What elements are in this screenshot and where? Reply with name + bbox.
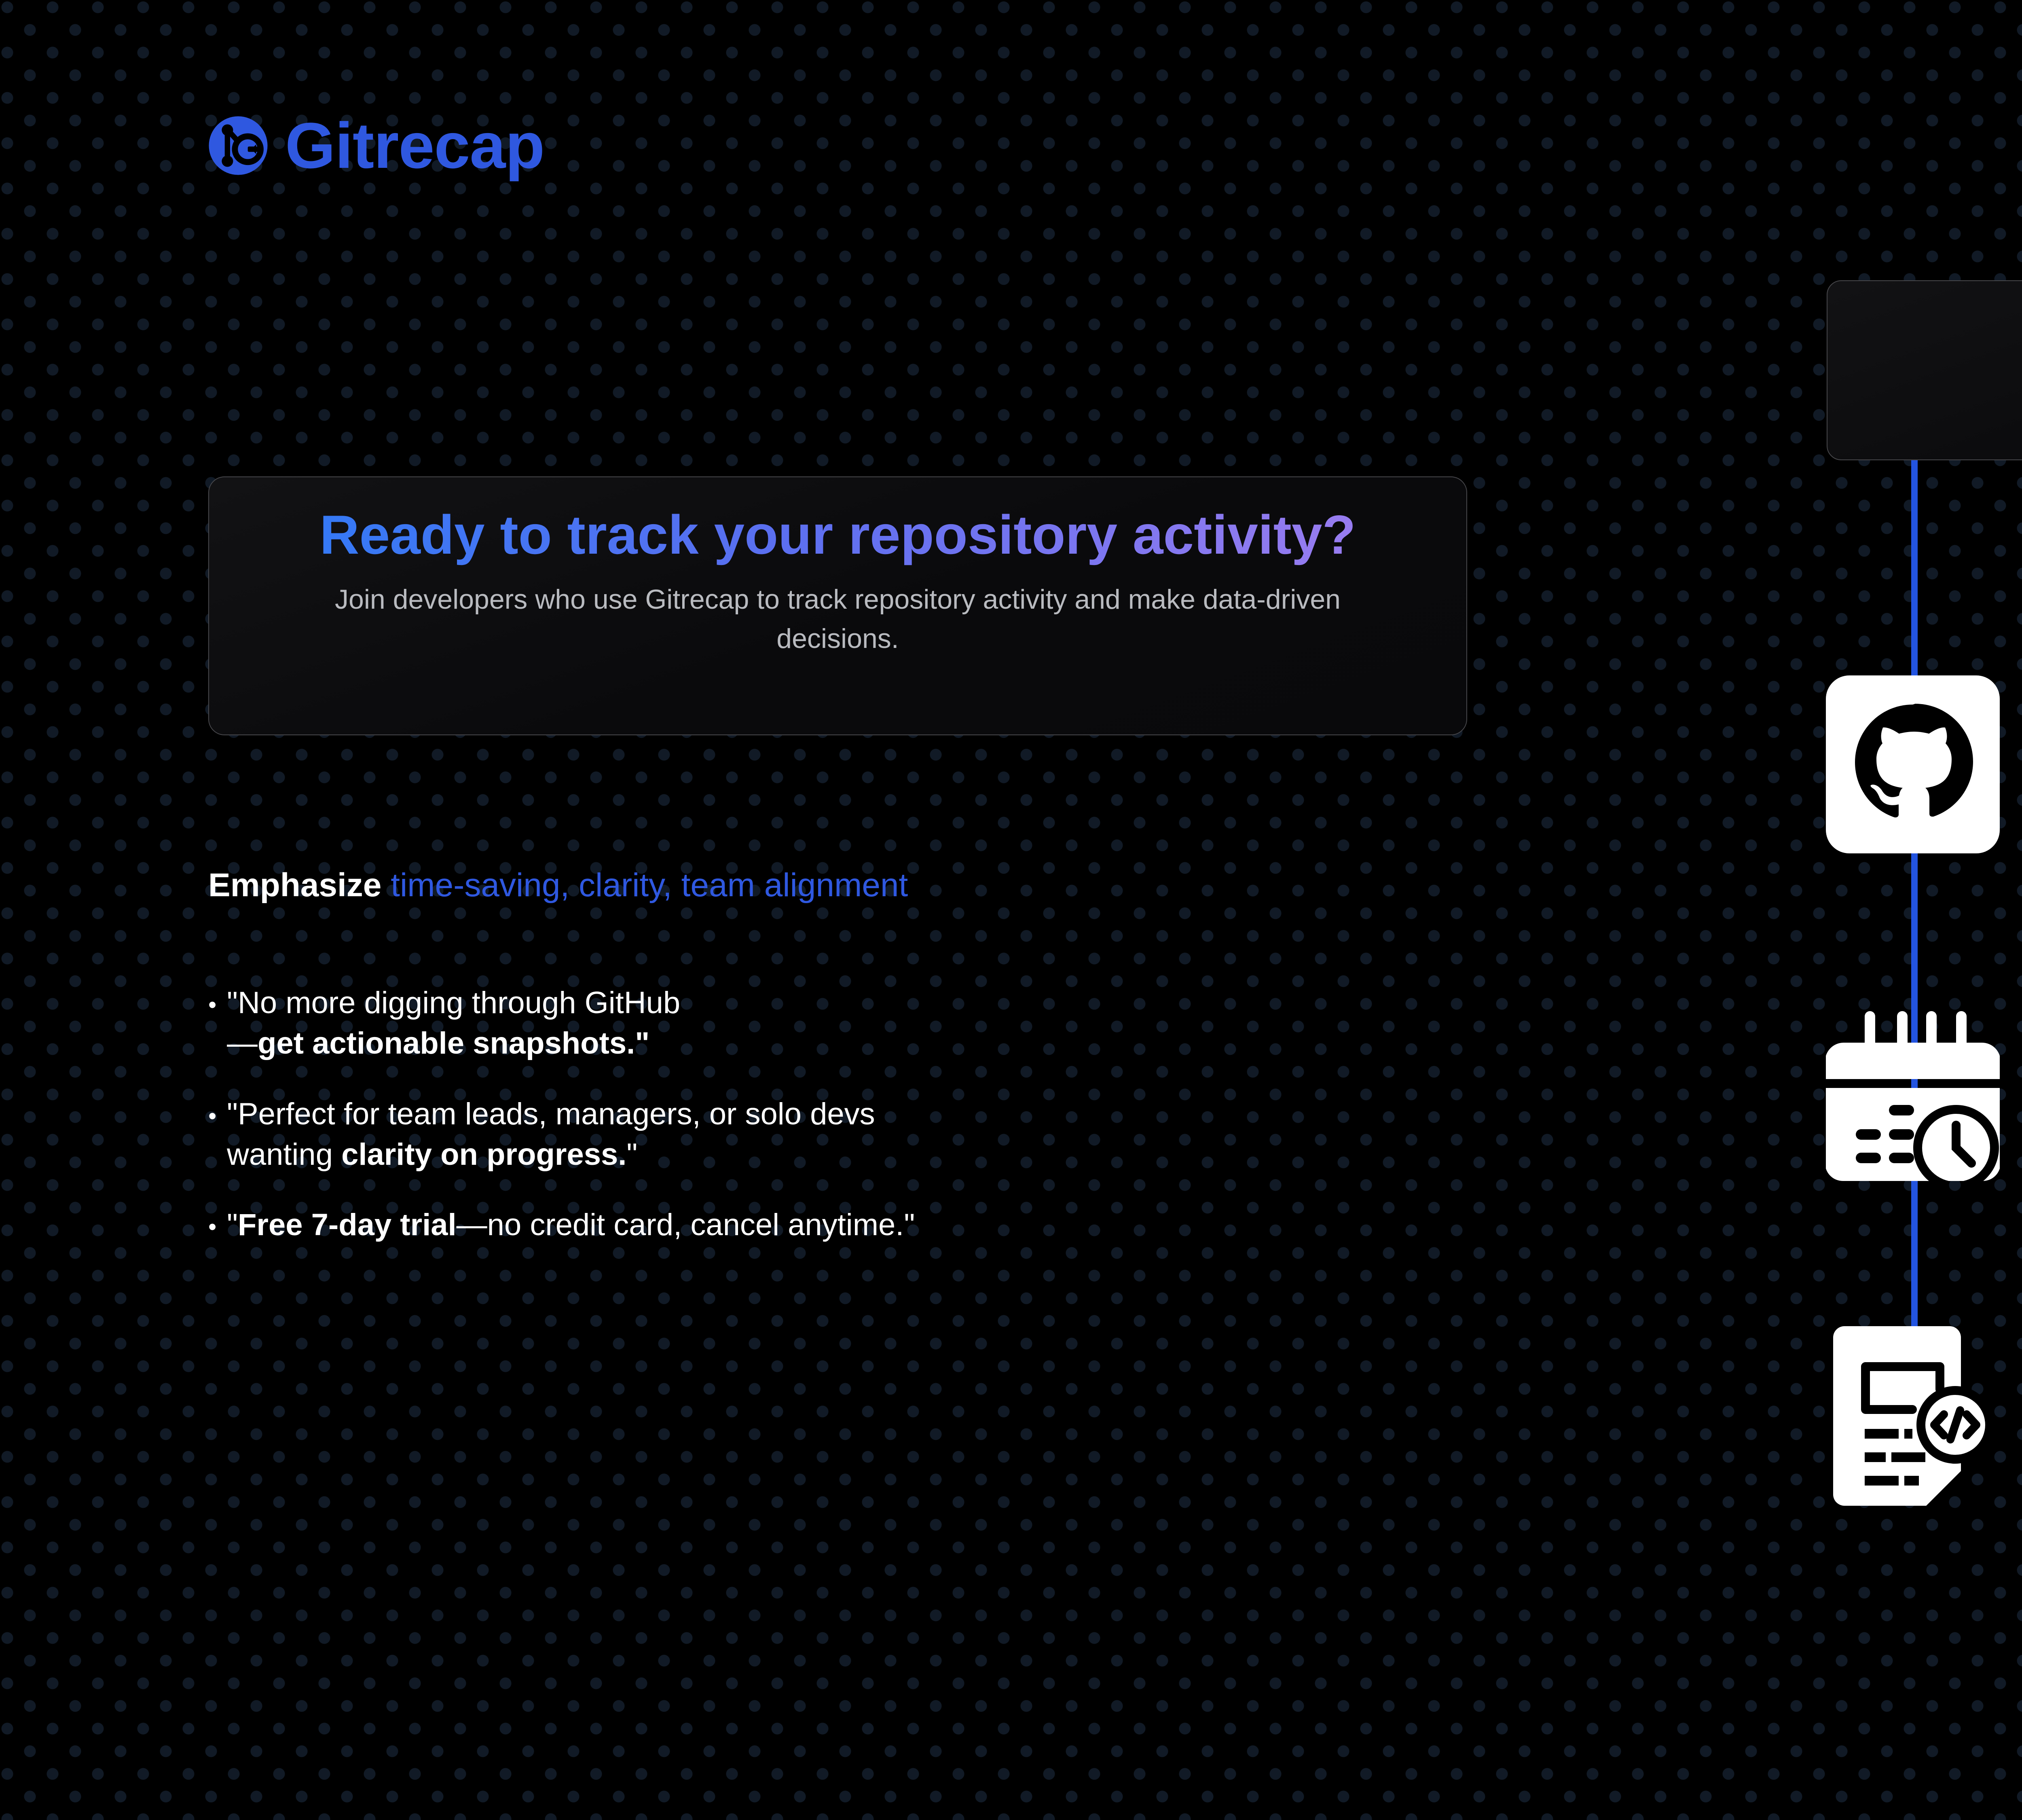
bullet-marker: • (208, 1214, 217, 1240)
cta-subtitle: Join developers who use Gitrecap to trac… (335, 584, 1341, 654)
emphasize-keywords: time-saving, clarity, team alignment (391, 867, 908, 904)
github-octocat-icon (1826, 675, 2000, 853)
step-connect-icon-box (1826, 675, 2000, 853)
bullet-line-2-suffix: " (626, 1137, 638, 1172)
emphasize-line: Emphasize time-saving, clarity, team ali… (208, 866, 908, 905)
steps-header-card: Get Started in Minutes Simple setup proc… (1827, 280, 2022, 460)
git-branch-circle-logo-icon (209, 116, 268, 175)
steps-header-title: Get Started in Minutes (1827, 310, 2022, 354)
brand-logo[interactable]: Gitrecap (208, 109, 545, 182)
bullet-line-1: "Perfect for team leads, managers, or so… (227, 1096, 875, 1131)
bullet-text: "No more digging through GitHub —get act… (227, 983, 680, 1064)
bullet-line-1: "No more digging through GitHub (227, 986, 681, 1020)
bullet-text: "Free 7-day trial—no credit card, cancel… (227, 1205, 915, 1245)
bullet-line-2-prefix: " (227, 1208, 238, 1242)
bullet-text: "Perfect for team leads, managers, or so… (227, 1094, 875, 1175)
brand-wordmark: Gitrecap (285, 109, 545, 182)
bullet-line-2-suffix: —no credit card, cancel anytime." (456, 1208, 915, 1242)
cta-title: Ready to track your repository activity? (241, 504, 1434, 565)
bullet-line-2-bold: get actionable snapshots." (258, 1026, 650, 1061)
list-item: • "Free 7-day trial—no credit card, canc… (208, 1205, 1543, 1245)
step-get-insights[interactable]: Get Insights — View visual analytics, do… (1826, 1326, 2022, 1507)
cta-card: Ready to track your repository activity?… (208, 476, 1467, 735)
bullet-line-2-prefix: — (227, 1026, 258, 1061)
bullet-marker: • (208, 992, 217, 1018)
bullet-line-2-prefix: wanting (227, 1137, 342, 1172)
step-connect[interactable]: Connect — Authenticate via GitHub; choos… (1826, 675, 2022, 853)
step-configure-icon-box (1826, 1005, 2000, 1183)
bullet-marker: • (208, 1103, 217, 1129)
bullet-line-2-bold: clarity on progress. (341, 1137, 627, 1172)
steps-header-subtitle: Simple setup process to start tracking y… (1827, 368, 2022, 396)
emphasize-label: Emphasize (208, 867, 382, 904)
list-item: • "No more digging through GitHub —get a… (208, 983, 1543, 1064)
document-code-icon (1833, 1326, 1994, 1506)
calendar-clock-icon (1826, 1011, 2000, 1181)
step-configure[interactable]: Configure — Set report schedules and not… (1826, 1005, 2022, 1183)
timeline-connector-line (1911, 460, 1918, 1345)
bullet-list: • "No more digging through GitHub —get a… (208, 983, 1543, 1276)
bullet-line-2-bold: Free 7-day trial (237, 1208, 457, 1242)
step-insights-icon-box (1826, 1326, 2000, 1507)
list-item: • "Perfect for team leads, managers, or … (208, 1094, 1543, 1175)
